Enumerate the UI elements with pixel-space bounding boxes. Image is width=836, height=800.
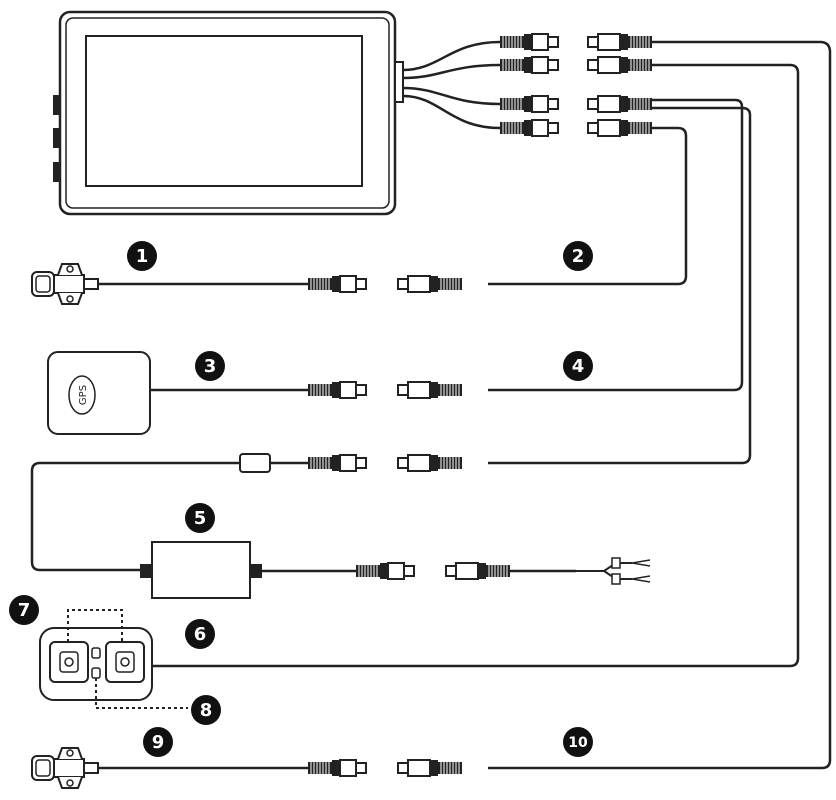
monitor-cable-fanout <box>402 40 501 130</box>
callout-8: 8 <box>191 695 221 725</box>
cable-routes <box>150 40 832 770</box>
callout-1: 1 <box>127 241 157 271</box>
svg-text:7: 7 <box>18 600 31 621</box>
monitor-connector-1 <box>499 33 653 51</box>
rear-camera <box>31 747 308 789</box>
svg-text:1: 1 <box>136 246 149 267</box>
power-cable <box>30 453 308 572</box>
rear-camera-connector <box>307 759 463 777</box>
callout-3: 3 <box>195 351 225 381</box>
callouts: 1 2 3 4 5 6 7 8 9 10 <box>9 241 593 757</box>
callout-6: 6 <box>185 619 215 649</box>
front-camera <box>31 263 308 305</box>
callout-9: 9 <box>143 727 173 757</box>
callout-10: 10 <box>563 727 593 757</box>
svg-text:10: 10 <box>568 735 588 751</box>
monitor-connector-3 <box>499 95 653 113</box>
svg-text:9: 9 <box>152 732 165 753</box>
callout-7: 7 <box>9 595 39 625</box>
cable-gps <box>488 98 744 392</box>
power-output-connector <box>355 557 651 585</box>
gps-connector <box>307 381 463 399</box>
cable-front-camera <box>488 126 688 286</box>
callout-7-leader <box>67 609 123 642</box>
callout-4: 4 <box>563 351 593 381</box>
svg-text:8: 8 <box>200 700 213 721</box>
gps-module: GPS <box>47 351 308 435</box>
side-buttons <box>53 95 60 182</box>
svg-text:3: 3 <box>204 356 217 377</box>
power-converter <box>140 541 356 599</box>
svg-text:4: 4 <box>572 356 585 377</box>
callout-2: 2 <box>563 241 593 271</box>
monitor-connector-4 <box>499 119 653 137</box>
remote-button-right <box>105 641 145 683</box>
monitor-connector-2 <box>499 56 653 74</box>
remote-button-left <box>49 641 89 683</box>
remote-control <box>39 609 188 709</box>
cable-remote <box>150 63 800 668</box>
svg-text:2: 2 <box>572 246 585 267</box>
front-camera-connector <box>307 275 463 293</box>
svg-text:6: 6 <box>194 624 207 645</box>
gps-label: GPS <box>78 385 89 405</box>
monitor <box>53 10 404 216</box>
power-connector <box>307 454 463 472</box>
cable-rear-camera <box>488 40 832 770</box>
callout-5: 5 <box>185 503 215 533</box>
cable-power <box>488 106 752 465</box>
callout-8-leader <box>95 678 188 709</box>
svg-text:5: 5 <box>194 508 207 529</box>
